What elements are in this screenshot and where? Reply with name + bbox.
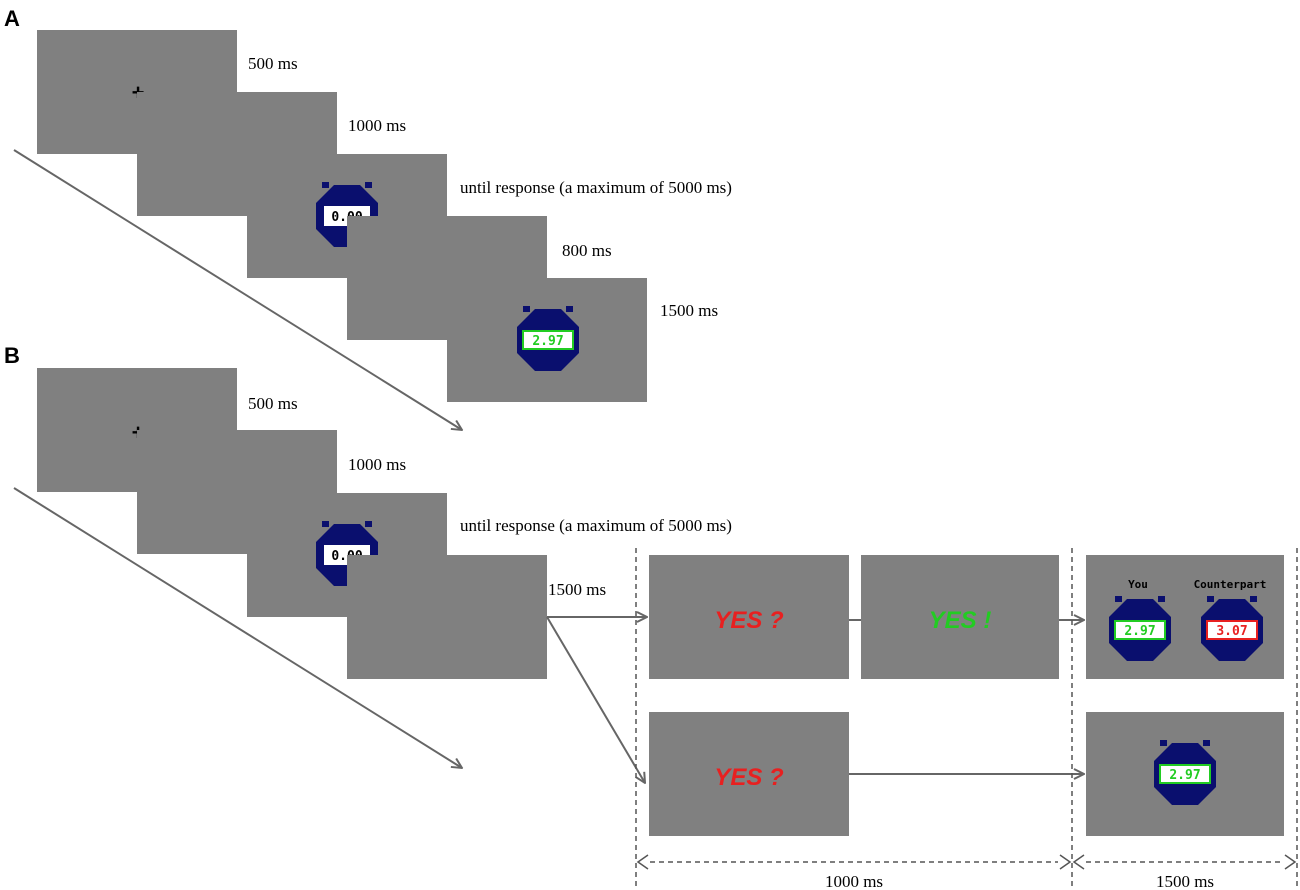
outcome-text-question-lower: YES ? [714, 764, 784, 791]
stopwatch-icon: 2.97 [517, 306, 579, 371]
outcome-text-exclaim: YES ! [929, 607, 992, 634]
branch-arrow-lower [546, 616, 645, 783]
screen-outcome-question-lower [649, 712, 849, 836]
timing-a-delay: 800 ms [562, 241, 612, 260]
phase-span-outcome-left-head [636, 854, 649, 870]
timing-a-fixation: 500 ms [248, 54, 298, 73]
label-counterpart: Counterpart [1194, 578, 1267, 591]
clock-readout-counterpart: 3.07 [1216, 624, 1247, 639]
stopwatch-icon: 3.07 [1201, 596, 1263, 661]
screen-outcome-question-upper [649, 555, 849, 679]
time-axis-arrow-b [13, 487, 462, 768]
phase-span-outcome-right-head [1059, 854, 1072, 870]
screen-outcome-exclaim [861, 555, 1059, 679]
label-you: You [1128, 578, 1148, 591]
clock-readout-a-own: 2.97 [532, 334, 563, 349]
stopwatch-icon: 2.97 [1154, 740, 1216, 805]
timing-outcome-phase: 1000 ms [825, 872, 883, 890]
timing-a-feedback: 1500 ms [660, 301, 718, 320]
stopwatch-icon: 2.97 [1109, 596, 1171, 661]
outcome-text-question-upper: YES ? [714, 607, 784, 634]
clock-readout-own-lower: 2.97 [1169, 768, 1200, 783]
clock-readout-you: 2.97 [1124, 624, 1155, 639]
timing-a-response: until response (a maximum of 5000 ms) [460, 178, 732, 197]
panel-label-b: B [4, 343, 20, 368]
timing-a-blank: 1000 ms [348, 116, 406, 135]
timing-b-fixation: 500 ms [248, 394, 298, 413]
timing-feedback-phase: 1500 ms [1156, 872, 1214, 890]
timing-b-delay: 1500 ms [548, 580, 606, 599]
time-axis-arrow-a [13, 149, 462, 430]
timing-b-response: until response (a maximum of 5000 ms) [460, 516, 732, 535]
panel-label-a: A [4, 6, 20, 31]
phase-span-feedback-left-head [1072, 854, 1085, 870]
timing-b-blank: 1000 ms [348, 455, 406, 474]
phase-span-feedback-right-head [1284, 854, 1297, 870]
screen-b-delay [347, 555, 547, 679]
